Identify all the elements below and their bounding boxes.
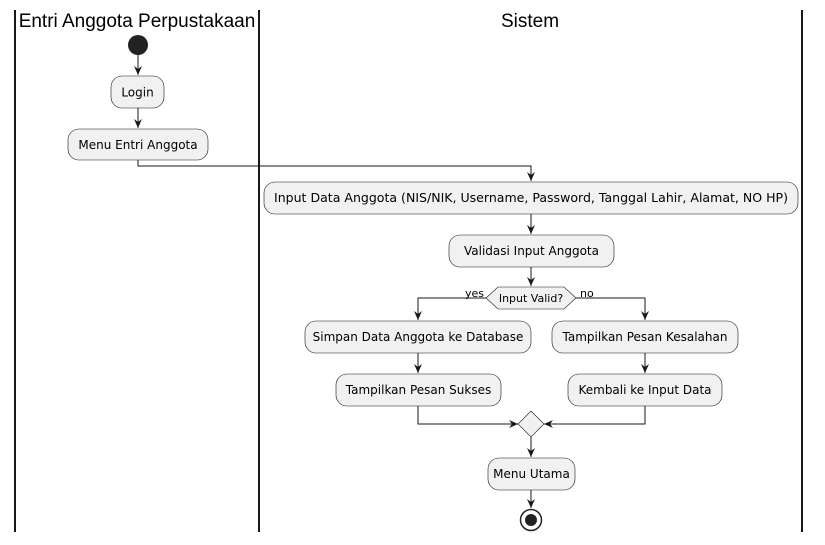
merge-node bbox=[517, 410, 545, 438]
action-input-data-anggota-label: Input Data Anggota (NIS/NIK, Username, P… bbox=[274, 191, 788, 205]
action-menu-entri-anggota: Menu Entri Anggota bbox=[67, 128, 209, 161]
action-simpan-data-anggota-label: Simpan Data Anggota ke Database bbox=[313, 330, 524, 344]
action-tampilkan-pesan-sukses: Tampilkan Pesan Sukses bbox=[335, 373, 502, 407]
action-simpan-data-anggota: Simpan Data Anggota ke Database bbox=[304, 320, 532, 354]
edge-menu-input bbox=[137, 160, 535, 181]
action-input-data-anggota: Input Data Anggota (NIS/NIK, Username, P… bbox=[263, 181, 799, 215]
action-tampilkan-pesan-kesalahan: Tampilkan Pesan Kesalahan bbox=[551, 320, 739, 354]
action-tampilkan-pesan-kesalahan-label: Tampilkan Pesan Kesalahan bbox=[562, 330, 728, 344]
edge-decision-no bbox=[576, 297, 649, 320]
guard-yes-label: yes bbox=[465, 287, 484, 300]
action-validasi-input-anggota: Validasi Input Anggota bbox=[448, 234, 615, 268]
edge-sukses-merge bbox=[417, 406, 518, 428]
action-login-label: Login bbox=[121, 86, 153, 100]
action-login: Login bbox=[110, 75, 165, 109]
action-validasi-input-anggota-label: Validasi Input Anggota bbox=[464, 244, 599, 258]
end-node bbox=[519, 508, 543, 532]
action-menu-entri-anggota-label: Menu Entri Anggota bbox=[78, 138, 197, 152]
action-kembali-ke-input-data-label: Kembali ke Input Data bbox=[578, 383, 711, 397]
edge-decision-yes bbox=[414, 297, 486, 320]
action-kembali-ke-input-data: Kembali ke Input Data bbox=[567, 373, 723, 407]
lane-title-sistem: Sistem bbox=[501, 11, 559, 32]
lane-title-entri-anggota: Entri Anggota Perpustakaan bbox=[19, 11, 256, 32]
action-menu-utama: Menu Utama bbox=[487, 457, 576, 491]
action-menu-utama-label: Menu Utama bbox=[493, 467, 570, 481]
action-tampilkan-pesan-sukses-label: Tampilkan Pesan Sukses bbox=[345, 383, 491, 397]
start-node bbox=[128, 35, 148, 55]
decision-input-valid: Input Valid? bbox=[485, 286, 577, 310]
edge-kembali-merge bbox=[544, 406, 646, 428]
guard-no-label: no bbox=[580, 287, 594, 300]
decision-input-valid-label: Input Valid? bbox=[499, 292, 563, 305]
